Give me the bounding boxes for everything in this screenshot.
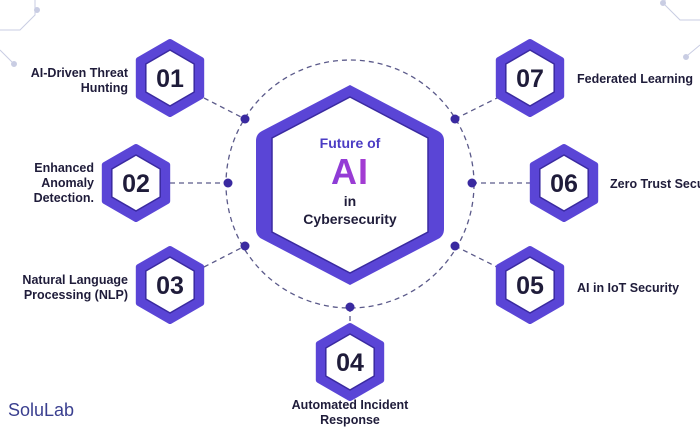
node-label-line: Natural Language: [22, 273, 128, 287]
node-label-05: AI in IoT Security: [577, 281, 679, 296]
node-label-line: Federated Learning: [577, 72, 693, 86]
node-number-06: 06: [550, 170, 578, 198]
node-label-line: Processing (NLP): [23, 288, 128, 302]
hexagon-inner: [145, 49, 195, 107]
hexagon-inner: [145, 256, 195, 314]
node-label-line: Response: [320, 413, 380, 427]
node-label-line: AI in IoT Security: [577, 281, 680, 295]
hexagon-inner: [539, 154, 589, 212]
hexagon-inner: [325, 333, 375, 391]
hexagon-inner: [505, 256, 555, 314]
ring-dots: [223, 114, 477, 312]
center-line-3: in: [343, 193, 357, 209]
hexagon-inner: [505, 49, 555, 107]
node-number-07: 07: [516, 65, 544, 93]
node-label-line: Detection.: [33, 191, 94, 205]
node-number-01: 01: [156, 65, 184, 93]
node-hexagon-04: 04: [315, 323, 385, 401]
node-hexagon-01: 01: [135, 39, 205, 117]
node-hexagon-02: 02: [101, 144, 171, 222]
node-hexagon-05: 05: [495, 246, 565, 324]
node-number-02: 02: [122, 170, 150, 198]
circuit-decoration-right: [660, 0, 700, 60]
center-title: Future of AI in Cybersecurity: [270, 134, 430, 228]
circuit-decoration-left: [0, 0, 40, 67]
node-label-line: Enhanced: [34, 161, 94, 175]
node-hexagon-07: 07: [495, 39, 565, 117]
node-label-line: Automated Incident: [291, 398, 409, 412]
center-line-2: AI: [270, 152, 430, 192]
center-line-4: Cybersecurity: [303, 211, 397, 227]
node-number-03: 03: [156, 272, 184, 300]
node-hexagon-03: 03: [135, 246, 205, 324]
node-label-line: Zero Trust Secu: [610, 177, 700, 191]
node-label-06: Zero Trust Secu: [610, 177, 700, 192]
node-label-line: Anomaly: [41, 176, 94, 190]
center-hexagon: [256, 85, 444, 285]
solulab-logo: SoluLab: [8, 400, 75, 420]
node-label-line: AI-Driven Threat: [30, 66, 128, 80]
node-label-line: Hunting: [80, 81, 128, 95]
hexagon-inner: [111, 154, 161, 212]
connectors: [170, 97, 530, 330]
node-number-04: 04: [336, 349, 364, 377]
center-line-1: Future of: [319, 135, 381, 151]
node-number-05: 05: [516, 272, 544, 300]
node-label-07: Federated Learning: [577, 72, 693, 87]
node-hexagon-06: 06: [529, 144, 599, 222]
